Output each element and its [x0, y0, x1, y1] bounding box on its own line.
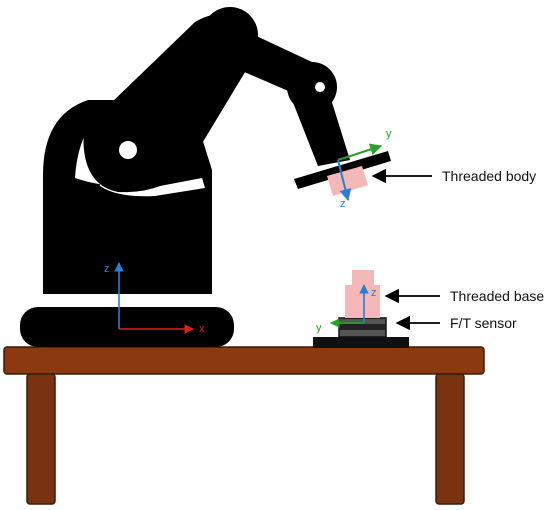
- sensor-mount-plate: [313, 337, 409, 348]
- robot-arm: [20, 7, 391, 347]
- threaded-base-upper: [352, 270, 374, 286]
- table: [3, 346, 485, 505]
- threaded-body-label: Threaded body: [442, 168, 536, 184]
- threaded-body-part: [327, 166, 368, 196]
- ft-sensor-label: F/T sensor: [450, 315, 517, 331]
- sensor-z-label: z: [371, 287, 377, 299]
- ft-sensor-band: [339, 324, 386, 330]
- robot-shoulder-pin: [119, 141, 137, 159]
- tool-y-axis: [337, 143, 383, 161]
- robot-shoulder-gap: [75, 108, 205, 197]
- sensor-stack: z y: [313, 270, 409, 348]
- table-leg-right: [435, 373, 465, 505]
- robot-base-plate: [20, 307, 234, 347]
- sensor-y-label: y: [316, 322, 322, 334]
- tool-frame-axes: y z: [337, 128, 392, 210]
- world-z-label: z: [104, 263, 110, 275]
- table-top: [3, 346, 485, 375]
- callouts: Threaded body Threaded base F/T sensor: [371, 168, 544, 331]
- tool-z-axis: [337, 159, 352, 202]
- table-leg-left: [26, 373, 56, 505]
- tool-y-label: y: [386, 128, 392, 140]
- threaded-base-label: Threaded base: [450, 288, 544, 304]
- world-frame-axes: z x: [104, 262, 205, 335]
- robot-wrist-link: [292, 96, 350, 166]
- tool-z-label: z: [340, 198, 346, 210]
- robot-end-plate: [294, 151, 391, 189]
- robot-wrist-pin: [315, 82, 325, 92]
- world-x-label: x: [199, 323, 205, 335]
